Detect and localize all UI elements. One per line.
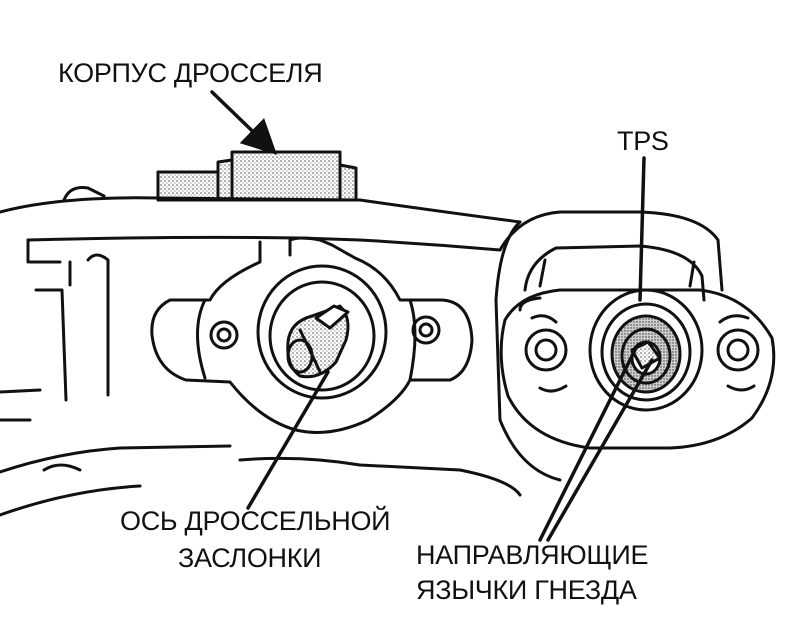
shaft-flange	[150, 236, 474, 434]
housing-outline	[0, 186, 522, 517]
guide-tabs-label-line1: НАПРАВЛЯЮЩИЕ	[416, 540, 649, 570]
guide-tab-leader-1	[538, 346, 638, 542]
throttle-shaft-label-line1: ОСЬ ДРОССЕЛЬНОЙ	[120, 506, 391, 536]
tps-sensor	[498, 210, 776, 450]
throttle-body-leader	[210, 90, 278, 155]
shaft-leader	[246, 370, 330, 510]
throttle-shaft-label-line2: ЗАСЛОНКИ	[178, 543, 322, 573]
guide-tab-leader-2	[546, 358, 654, 542]
guide-tabs-label-line2: ЯЗЫЧКИ ГНЕЗДА	[416, 575, 637, 605]
sensor-housing-edge	[494, 220, 562, 482]
throttle-body-label: КОРПУС ДРОССЕЛЯ	[58, 58, 323, 88]
throttle-body-block	[156, 150, 358, 202]
tps-label: TPS	[617, 126, 669, 156]
tps-leader	[638, 156, 646, 302]
